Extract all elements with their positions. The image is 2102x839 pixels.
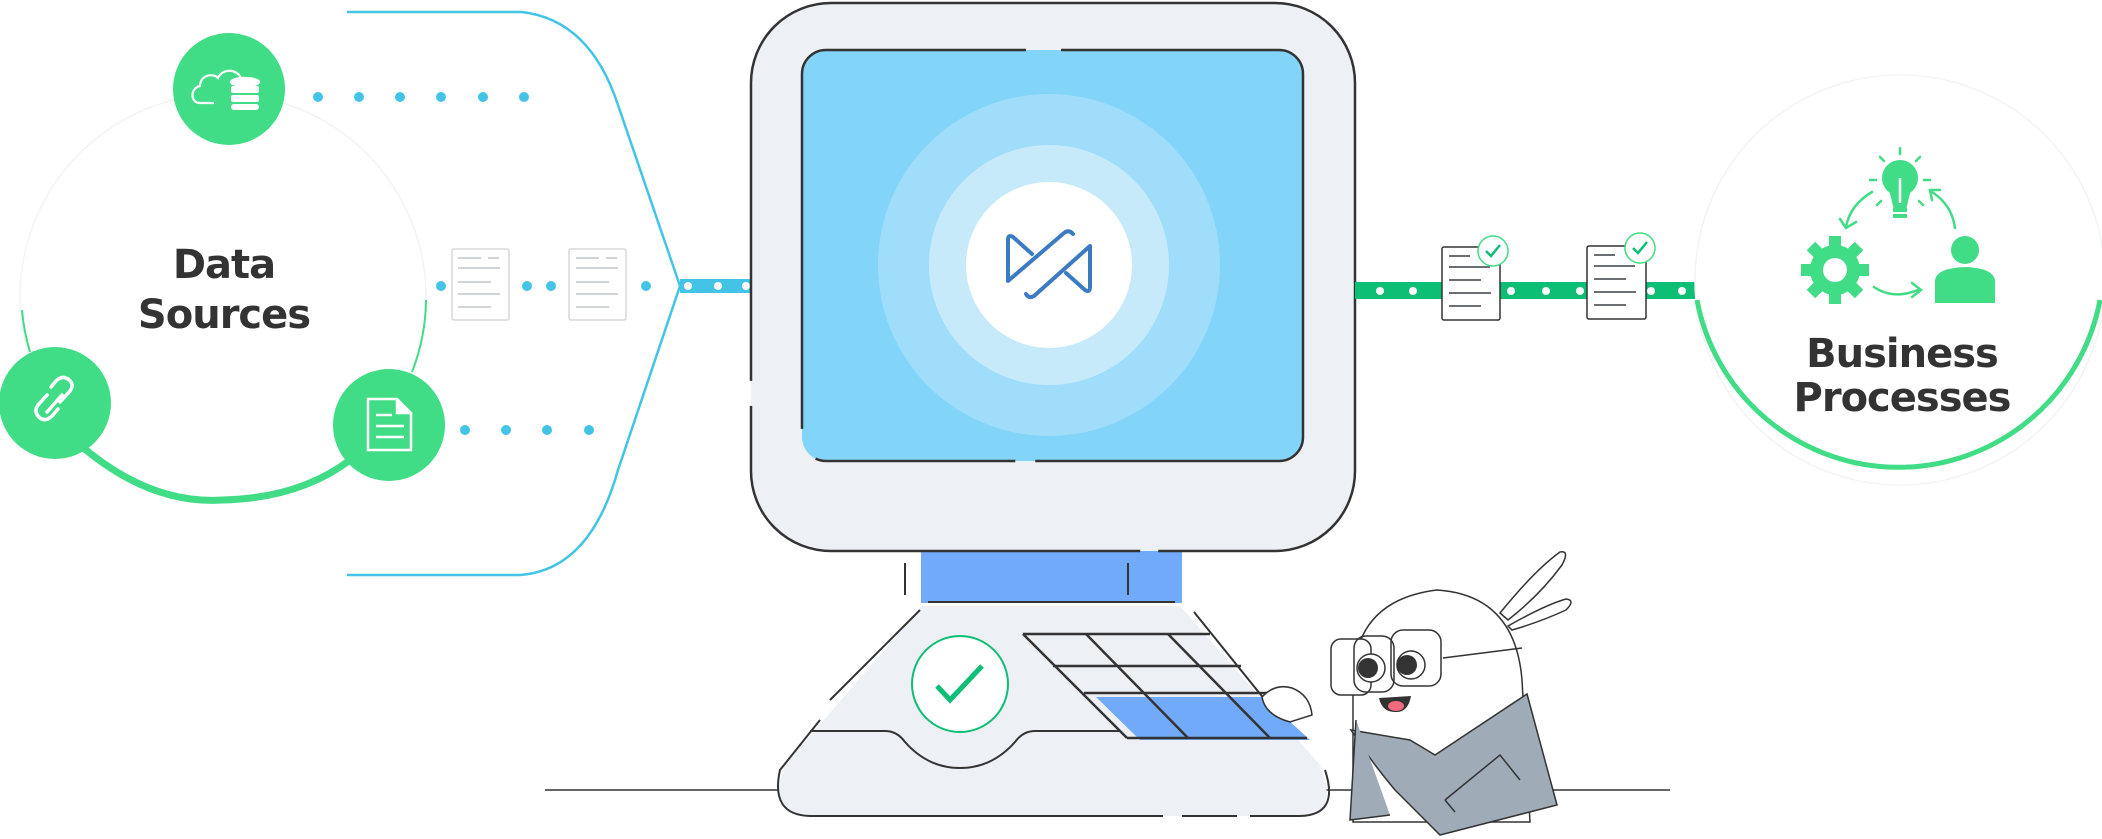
- input-connector-bar: [680, 279, 752, 293]
- link-icon: [34, 375, 74, 422]
- business-processes-label-line2: Processes: [1793, 375, 2012, 421]
- incoming-document-card: [451, 248, 510, 321]
- person-icon: [1935, 236, 1995, 303]
- monitor-base: [778, 606, 1327, 816]
- data-sources-label-line1: Data: [172, 242, 276, 288]
- output-pipeline: [1355, 232, 1695, 321]
- keypad-highlight-row: [1096, 697, 1310, 740]
- data-sources-arc-right: [411, 299, 427, 373]
- node-document[interactable]: [333, 369, 445, 481]
- gear-icon: [1801, 236, 1869, 304]
- node-cloud-database[interactable]: [173, 33, 285, 145]
- cloud-database-icon: [191, 69, 261, 110]
- data-sources-group: [0, 10, 752, 577]
- cycle-arrows-icon: [1838, 188, 1957, 299]
- data-sources-label: Data Sources: [124, 240, 324, 340]
- incoming-document-card: [568, 248, 627, 321]
- base-tray: [810, 730, 1120, 770]
- monitor-neck: [921, 548, 1182, 603]
- document-icon: [366, 397, 413, 452]
- check-circle-icon: [1477, 235, 1509, 267]
- monitor: [545, 1, 1670, 817]
- keypad[interactable]: [1022, 632, 1310, 740]
- brand-logo-icon: [1006, 229, 1092, 300]
- checkmark-icon: [935, 664, 984, 704]
- data-sources-arc-bottom: [76, 441, 354, 504]
- status-check-badge: [911, 635, 1009, 733]
- business-processes-label: Business Processes: [1780, 332, 2024, 420]
- dot-trail-top: [313, 92, 529, 102]
- screen-ring-inner: [966, 182, 1132, 348]
- dot-trail-middle: [436, 281, 651, 291]
- data-sources-label-line2: Sources: [137, 292, 311, 338]
- dot-trail-bottom: [460, 425, 594, 435]
- connector-line-top: [347, 10, 682, 287]
- business-processes-arc: [1694, 299, 2102, 470]
- business-processes-circle: [1694, 74, 2102, 486]
- connector-line-bottom: [347, 285, 682, 577]
- check-circle-icon: [1624, 232, 1656, 264]
- lightbulb-icon: [1868, 146, 1932, 218]
- approved-document-card: [1586, 232, 1656, 320]
- approved-document-card: [1441, 235, 1509, 321]
- mascot-icon: [1261, 551, 1572, 836]
- node-link[interactable]: [0, 347, 111, 459]
- business-processes-label-line1: Business: [1806, 331, 1999, 377]
- business-processes-group: [1694, 74, 2102, 486]
- data-sources-arc-left: [21, 309, 31, 353]
